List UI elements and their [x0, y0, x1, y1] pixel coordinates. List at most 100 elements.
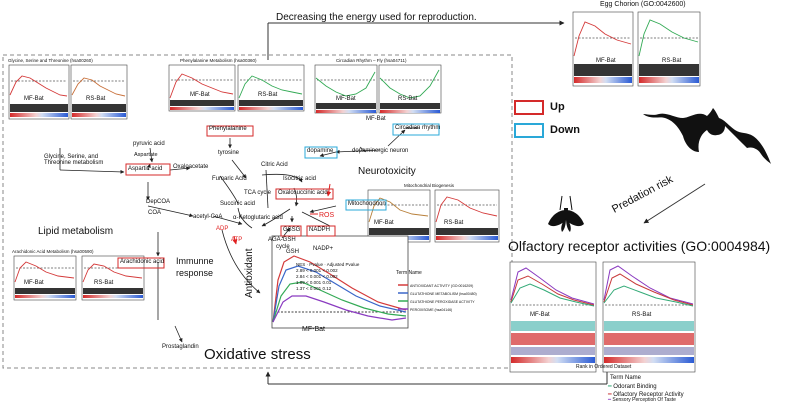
legend-up-swatch — [514, 100, 544, 115]
gsea-panel-glycine-mf — [8, 64, 70, 120]
node-box-gssg — [280, 225, 302, 237]
olf-legend-header: Term Name — [610, 375, 642, 381]
node-citric-acid: Citric Acid — [261, 162, 288, 168]
node-dopaminergic: dopaminergic neuron — [352, 148, 409, 154]
node-box-aspartic-acid — [125, 163, 171, 176]
gsea-panel-egg-mf — [572, 11, 634, 87]
node-atp: ATP — [231, 237, 243, 243]
mito-panel-title: Mitochondrial Biogenesis — [404, 183, 455, 188]
node-pyruvic-acid: pyruvic acid — [133, 141, 165, 147]
node-prostaglandin: Prostaglandin — [162, 344, 199, 350]
antioxidant-bat-label: MF-Bat — [302, 326, 325, 333]
legend-down-swatch — [514, 123, 544, 138]
node-box-oxalosuccinic-acid — [275, 188, 334, 200]
node-box-arachidonic — [117, 257, 165, 269]
table-row: 2.84 < 0.001 < 0.002 — [296, 274, 338, 279]
gsea-panel-mito-rs — [434, 189, 500, 243]
antioxidant-stats-table: NES · Pvalue · Adjusted Pvalue 2.89 < 0.… — [296, 262, 360, 291]
node-box-phenylalanine — [206, 125, 254, 137]
node-aga-gsh: AGA-GSH — [268, 237, 296, 243]
lipid-metabolism-label: Lipid metabolism — [38, 226, 114, 237]
node-mitochondrion: Mitochondrion — [348, 201, 386, 207]
node-box-dopamine — [304, 146, 338, 159]
antioxidant-chart — [271, 235, 409, 329]
node-arachidonic: Arachidonic acid — [120, 259, 165, 265]
node-box-mitochondrion — [345, 199, 387, 211]
node-phenylalanine: Phenylalanine — [209, 126, 247, 132]
node-circadian: Circadian rhythm — [395, 125, 441, 131]
phe-rs-label: RS-Bat — [258, 92, 278, 98]
node-succinic-acid: Succinic acid — [220, 201, 256, 207]
node-glycine-text: Glycine, Serine, and Threonine metabolis… — [44, 154, 104, 166]
gsea-panel-circ-mf — [314, 64, 378, 114]
node-aspartic-acid: Aspartic acid — [128, 166, 163, 172]
node-nadph: NADPH — [309, 227, 331, 233]
table-row: 2.89 < 0.001 < 0.002 — [296, 268, 338, 273]
node-dopamine: dopamine — [307, 148, 334, 154]
node-acetyl-coa: acetyl-CoA — [193, 214, 223, 220]
glycine-rs-label: RS-Bat — [86, 96, 106, 102]
olf-mf-label: MF-Bat — [530, 312, 550, 318]
circ-panel-title: Circadian Rhythm – Fly (hsa04711) — [336, 58, 407, 63]
oxidative-stress-label: Oxidative stress — [204, 346, 311, 363]
node-akg: α-Ketoglutaric acid — [233, 215, 283, 221]
node-tyrosine: tyrosine — [218, 150, 240, 156]
legend-down-label: Down — [550, 124, 580, 136]
moth-silhouette — [548, 195, 584, 232]
node-aspartate: Aspartate — [134, 152, 158, 158]
node-isocitric-acid: Isocitric acid — [283, 176, 317, 182]
phe-mf-label: MF-Bat — [190, 92, 210, 98]
antioxidant-term-header: Term Name — [396, 270, 422, 276]
node-oxaloacetate: Oxaloacetate — [173, 164, 209, 170]
circ-rs-label: RS-Bat — [398, 96, 418, 102]
olf-legend-item-taste: ━ Sensory Perception Of Taste — [608, 397, 676, 403]
legend-up-label: Up — [550, 101, 565, 113]
egg-chorion-title: Egg Chorion (GO:0042600) — [600, 1, 686, 8]
oxidative-stress-boundary — [2, 54, 513, 369]
arach-panel-title: Arachidonic Acid Metabolism (hsa00590) — [12, 249, 94, 254]
node-gssg: GSSG — [283, 227, 301, 233]
table-row: 1.37 < 0.001 0.12 — [296, 286, 332, 291]
table-row: 1.89 < 0.001 0.01 — [296, 280, 332, 285]
gsea-panel-mito-mf — [367, 189, 431, 243]
gsea-panel-glycine-rs — [70, 64, 128, 120]
gsea-panel-phe-mf — [168, 64, 236, 112]
olfactory-title: Olfactory receptor activities (GO:000498… — [508, 238, 771, 254]
antioxidant-term-list: ANTIOXIDANT ACTIVITY (GO:0016209) GLUTAT… — [410, 284, 477, 312]
olf-rs-label: RS-Bat — [632, 312, 652, 318]
olf-legend-item-odorant: ━ Odorant Binding — [608, 384, 657, 390]
olf-legend-item-olfactory: ━ Olfactory Receptor Activity — [608, 392, 684, 398]
egg-rs-label: RS-Bat — [662, 58, 682, 64]
node-coa: COA — [148, 210, 162, 216]
node-tca-cycle: TCA cycle — [244, 190, 272, 196]
neurotoxicity-label: Neurotoxicity — [358, 166, 416, 177]
gsea-panel-arach-rs — [81, 255, 145, 301]
node-oxalosuccinic-acid: Oxalosuccinic acid — [278, 190, 328, 196]
immune-response-label: Immunne response — [176, 256, 214, 278]
node-box-nadph — [306, 225, 336, 237]
arach-mf-label: MF-Bat — [24, 280, 44, 286]
gsea-panel-olf-rs — [602, 261, 696, 373]
glycine-mf-label: MF-Bat — [24, 96, 44, 102]
node-mf-bat: MF-Bat — [366, 116, 386, 122]
antioxidant-term-key — [398, 284, 408, 310]
gsea-panel-olf-mf — [509, 261, 597, 373]
node-box-circadian — [392, 123, 440, 136]
node-nadp: NADP+ — [313, 246, 334, 252]
bat-silhouette — [643, 108, 771, 164]
gsea-panel-egg-rs — [637, 11, 701, 87]
node-adp: ADP — [216, 226, 229, 232]
node-gsh: GSH — [286, 249, 300, 255]
gsea-panel-arach-mf — [13, 255, 77, 301]
antioxidant-label: Antioxidant — [244, 248, 255, 298]
node-fumaric-acid: Fumaric Acid — [212, 176, 247, 182]
reproduction-annotation: Decreasing the energy used for reproduct… — [276, 12, 477, 23]
arach-rs-label: RS-Bat — [94, 280, 114, 286]
node-depcoa: DepCOA — [146, 199, 171, 205]
mito-mf-label: MF-Bat — [374, 220, 394, 226]
egg-mf-label: MF-Bat — [596, 58, 616, 64]
mito-rs-label: RS-Bat — [444, 220, 464, 226]
node-ros: ROS — [319, 212, 335, 219]
